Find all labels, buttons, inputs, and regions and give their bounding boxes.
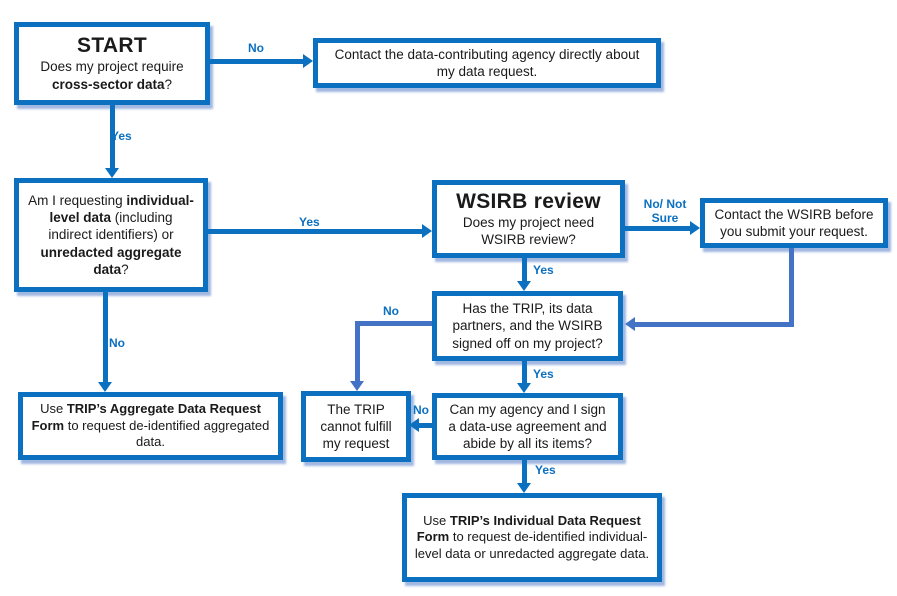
- node-wsirb-review-question: Does my project need WSIRB review?: [462, 214, 595, 248]
- edge-wsirb-yes-arrowhead-icon: [517, 281, 531, 291]
- edge-dua-no-arrowhead-icon: [409, 418, 419, 432]
- edge-dua-yes-line: [522, 460, 527, 485]
- node-aggregate-form-text: Use TRIP’s Aggregate Data Request Form t…: [30, 401, 271, 451]
- node-start: START Does my project require cross-sect…: [14, 22, 210, 105]
- node-requesting-s3: ?: [121, 261, 129, 277]
- edge-requesting-no-line: [103, 291, 108, 382]
- edge-signed-no-vline: [355, 321, 360, 381]
- edge-dua-no-label: No: [413, 403, 429, 417]
- node-aggregate-form: Use TRIP’s Aggregate Data Request Form t…: [18, 392, 283, 460]
- edge-wsirb-yes-line: [522, 258, 527, 283]
- edge-signed-yes-line: [522, 361, 527, 385]
- node-aggregate-b1: TRIP’s Aggregate Data Request Form: [31, 401, 261, 433]
- node-requesting-b1: individual-level data: [49, 192, 194, 226]
- node-start-question: Does my project require cross-sector dat…: [26, 58, 198, 93]
- edge-dua-yes-label: Yes: [535, 463, 556, 477]
- node-individual-b1: TRIP’s Individual Data Request Form: [416, 512, 641, 545]
- node-requesting-s1: Am I requesting: [28, 192, 127, 208]
- edge-start-no-label: No: [248, 41, 264, 55]
- edge-signed-no-arrowhead-icon: [350, 381, 364, 391]
- edge-requesting-no-label: No: [109, 336, 125, 350]
- edge-contactwsirb-signed-hline: [635, 322, 794, 327]
- node-individual-s2: to request de-identified individual-leve…: [414, 529, 650, 561]
- edge-wsirb-yes-label: Yes: [533, 263, 554, 277]
- node-signed-off: Has the TRIP, its data partners, and the…: [432, 291, 623, 361]
- node-requesting-data: Am I requesting individual-level data (i…: [14, 178, 208, 292]
- edge-requesting-yes-arrowhead-icon: [422, 224, 432, 238]
- node-requesting-data-text: Am I requesting individual-level data (i…: [26, 192, 196, 278]
- node-signed-off-text: Has the TRIP, its data partners, and the…: [452, 301, 603, 351]
- node-contact-agency: Contact the data-contributing agency dir…: [313, 38, 661, 88]
- edge-wsirb-no-arrowhead-icon: [690, 221, 700, 235]
- edge-contactwsirb-signed-arrowhead-icon: [625, 317, 635, 331]
- node-individual-form: Use TRIP’s Individual Data Request Form …: [402, 493, 662, 582]
- node-contact-wsirb: Contact the WSIRB before you submit your…: [700, 198, 888, 248]
- edge-dua-yes-arrowhead-icon: [517, 483, 531, 493]
- edge-contactwsirb-signed-vline: [789, 248, 794, 327]
- edge-start-yes-line: [110, 105, 115, 168]
- edge-signed-no-label: No: [383, 304, 399, 318]
- node-start-title: START: [77, 34, 147, 58]
- edge-signed-no-hline: [358, 321, 432, 326]
- node-cannot-fulfill: The TRIP cannot fulfill my request: [301, 391, 411, 462]
- node-requesting-s2: (including indirect identifiers) or: [48, 210, 174, 243]
- node-start-question-bold: cross-sector data: [51, 76, 165, 92]
- node-contact-agency-text: Contact the data-contributing agency dir…: [334, 46, 640, 79]
- edge-requesting-yes-line: [208, 229, 422, 234]
- edge-dua-no-line: [419, 423, 432, 428]
- node-aggregate-s1: Use: [40, 401, 67, 417]
- edge-start-yes-arrowhead-icon: [105, 168, 119, 178]
- node-data-use-agreement: Can my agency and I sign a data-use agre…: [432, 393, 623, 460]
- node-contact-wsirb-text: Contact the WSIRB before you submit your…: [714, 206, 874, 239]
- node-start-question-post: ?: [164, 76, 173, 92]
- node-wsirb-review: WSIRB review Does my project need WSIRB …: [432, 180, 625, 258]
- edge-start-no-arrowhead-icon: [303, 54, 313, 68]
- edge-requesting-yes-label: Yes: [299, 215, 320, 229]
- edge-signed-yes-arrowhead-icon: [517, 383, 531, 393]
- edge-signed-yes-label: Yes: [533, 367, 554, 381]
- node-requesting-b2: unredacted aggregate data: [40, 244, 182, 277]
- node-wsirb-review-title: WSIRB review: [456, 189, 601, 213]
- node-aggregate-s2: to request de-identified aggregated data…: [64, 417, 270, 450]
- edge-wsirb-no-label: No/ Not Sure: [643, 197, 687, 225]
- node-start-question-pre: Does my project require: [40, 59, 184, 75]
- edge-requesting-no-arrowhead-icon: [98, 382, 112, 392]
- node-individual-form-text: Use TRIP’s Individual Data Request Form …: [414, 513, 650, 563]
- node-cannot-fulfill-text: The TRIP cannot fulfill my request: [320, 401, 392, 452]
- edge-start-yes-label: Yes: [111, 129, 132, 143]
- node-data-use-agreement-text: Can my agency and I sign a data-use agre…: [448, 401, 607, 452]
- node-individual-s1: Use: [423, 512, 450, 528]
- edge-start-no-line: [210, 59, 303, 64]
- edge-wsirb-no-line: [625, 226, 690, 231]
